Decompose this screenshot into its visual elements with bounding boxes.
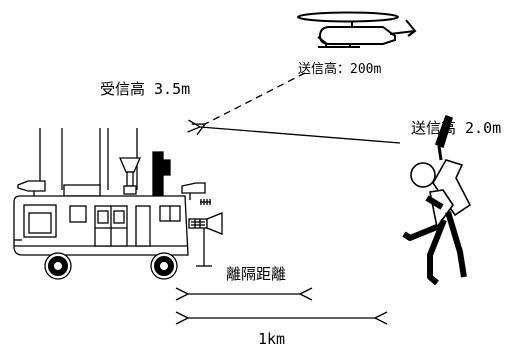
person-transmitter-icon [402,114,472,286]
distance-label: 1km [258,330,286,348]
helicopter-height-label: 送信高：200m [298,62,382,77]
separation-label: 離隔距離 [226,265,287,283]
vehicle-icon [13,128,223,280]
helicopter-signal-line [205,72,306,124]
helicopter-icon [297,11,417,48]
receive-height-label: 受信高 3.5m [100,80,191,98]
transmit-height-label: 送信高 2.0m [411,119,502,137]
person-signal-line [200,127,401,144]
